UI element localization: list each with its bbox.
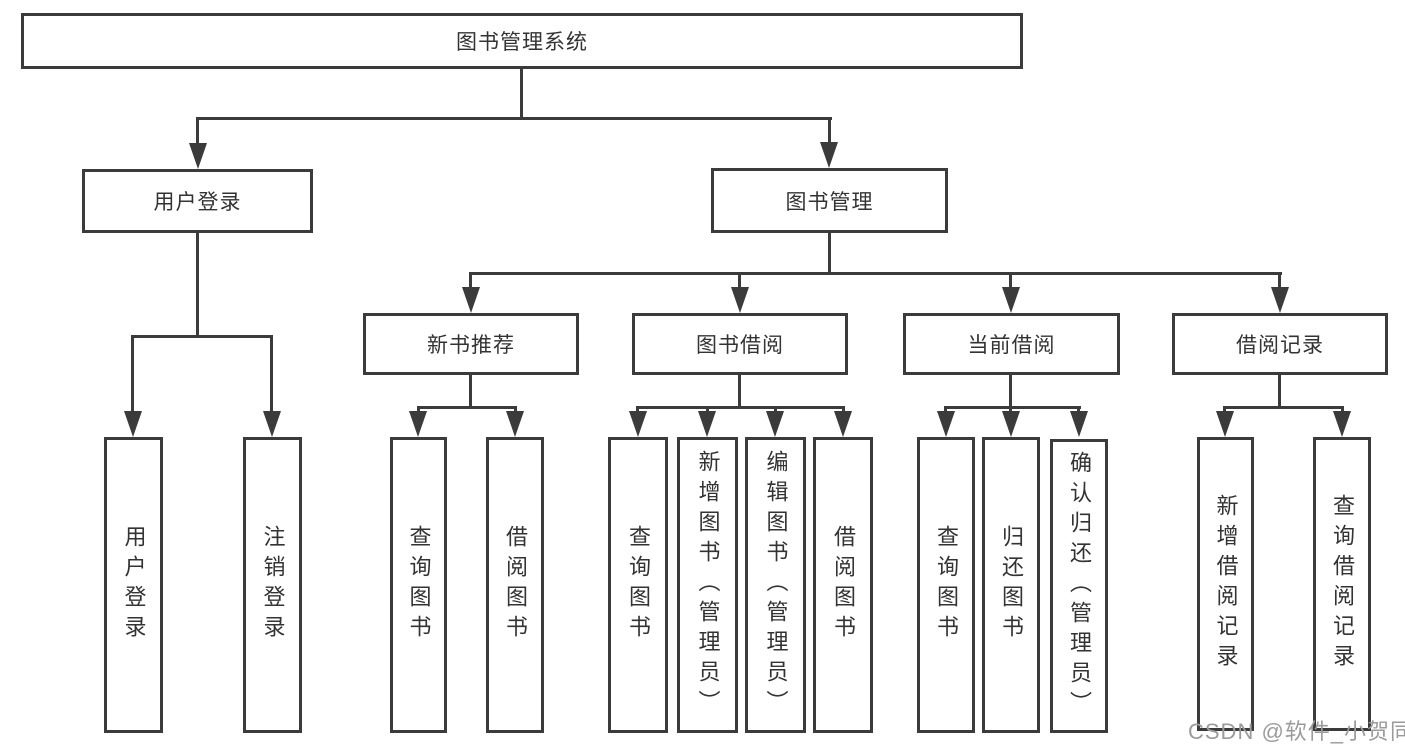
- connector-recommend-hline: [417, 406, 517, 409]
- connector-root-drop-right: [828, 117, 831, 147]
- arrowhead-icon: [937, 411, 955, 437]
- connector-root-stem: [520, 69, 523, 118]
- arrowhead-icon: [1271, 287, 1289, 313]
- arrowhead-icon: [731, 287, 749, 313]
- node-book-management: 图书管理: [711, 168, 948, 233]
- node-label: 注销登录: [260, 525, 286, 645]
- leaf-recommend-query-books: 查询图书: [390, 437, 447, 733]
- node-label: 查询借阅记录: [1330, 494, 1355, 674]
- arrowhead-icon: [409, 411, 427, 437]
- arrowhead-icon: [834, 411, 852, 437]
- leaf-query-borrow-record: 查询借阅记录: [1313, 437, 1371, 731]
- connector-root-drop-left: [196, 117, 199, 147]
- connector-bookmgmt-drop-2: [738, 272, 741, 291]
- node-label: 新增借阅记录: [1213, 494, 1239, 674]
- node-label: 图书管理: [785, 190, 874, 214]
- node-label: 确认归还（管理员）: [1067, 451, 1092, 721]
- leaf-add-borrow-record: 新增借阅记录: [1197, 437, 1254, 731]
- node-borrow-records: 借阅记录: [1172, 313, 1388, 375]
- node-label: 查询图书: [934, 525, 959, 645]
- arrowhead-icon: [766, 411, 784, 437]
- connector-bookmgmt-hline: [469, 272, 1282, 275]
- leaf-logout: 注销登录: [243, 437, 302, 733]
- arrowhead-icon: [629, 411, 647, 437]
- arrowhead-icon: [1002, 411, 1020, 437]
- arrowhead-icon: [820, 142, 838, 168]
- connector-records-hline: [1223, 406, 1344, 409]
- arrowhead-icon: [263, 411, 281, 437]
- connector-bookmgmt-drop-4: [1278, 272, 1281, 291]
- node-label: 归还图书: [999, 525, 1024, 645]
- leaf-add-books-admin: 新增图书（管理员）: [677, 437, 738, 733]
- arrowhead-icon: [698, 411, 716, 437]
- connector-borrow-stem: [738, 375, 741, 409]
- node-label: 用户登录: [153, 191, 242, 214]
- node-library-system: 图书管理系统: [21, 13, 1023, 69]
- arrowhead-icon: [1216, 411, 1234, 437]
- connector-userlogin-stem: [196, 233, 199, 338]
- node-label: 查询图书: [406, 525, 432, 645]
- node-user-login: 用户登录: [82, 169, 313, 233]
- leaf-confirm-return-admin: 确认归还（管理员）: [1050, 439, 1108, 733]
- node-label: 借阅记录: [1236, 334, 1324, 357]
- arrowhead-icon: [189, 143, 207, 169]
- node-current-borrow: 当前借阅: [903, 313, 1120, 375]
- arrowhead-icon: [462, 287, 480, 313]
- connector-borrow-hline: [636, 406, 845, 409]
- leaf-return-books: 归还图书: [982, 437, 1040, 733]
- leaf-current-query-books: 查询图书: [917, 437, 975, 733]
- node-label: 借阅图书: [831, 525, 856, 645]
- connector-bookmgmt-drop-3: [1009, 272, 1012, 291]
- connector-records-stem: [1278, 375, 1281, 409]
- leaf-recommend-borrow-books: 借阅图书: [486, 437, 544, 733]
- arrowhead-icon: [124, 411, 142, 437]
- node-label: 当前借阅: [967, 334, 1056, 357]
- connector-bookmgmt-drop-1: [469, 272, 472, 291]
- node-label: 图书借阅: [696, 334, 784, 357]
- connector-bookmgmt-stem: [828, 233, 831, 274]
- node-label: 借阅图书: [503, 525, 528, 645]
- connector-userlogin-drop-2: [270, 335, 273, 415]
- node-new-book-recommend: 新书推荐: [363, 313, 579, 375]
- connector-userlogin-hline: [131, 335, 273, 338]
- leaf-user-login: 用户登录: [104, 437, 163, 733]
- node-label: 用户登录: [121, 525, 147, 645]
- connector-current-hline: [944, 406, 1081, 409]
- csdn-watermark: CSDN @软件_小贺同学: [1188, 719, 1405, 744]
- node-label: 新增图书（管理员）: [695, 450, 721, 720]
- connector-recommend-stem: [469, 375, 472, 409]
- arrowhead-icon: [1333, 411, 1351, 437]
- connector-userlogin-drop-1: [131, 335, 134, 415]
- node-label: 查询图书: [626, 525, 651, 645]
- arrowhead-icon: [1002, 287, 1020, 313]
- connector-root-hline: [196, 117, 832, 120]
- leaf-borrow-books: 借阅图书: [813, 437, 873, 733]
- leaf-edit-books-admin: 编辑图书（管理员）: [745, 437, 806, 733]
- leaf-borrow-query-books: 查询图书: [608, 437, 668, 733]
- node-label: 图书管理系统: [456, 31, 588, 54]
- node-label: 新书推荐: [427, 334, 515, 357]
- node-book-borrow: 图书借阅: [632, 313, 848, 375]
- arrowhead-icon: [506, 411, 524, 437]
- arrowhead-icon: [1070, 411, 1088, 437]
- connector-current-stem: [1009, 375, 1012, 409]
- node-label: 编辑图书（管理员）: [763, 450, 789, 720]
